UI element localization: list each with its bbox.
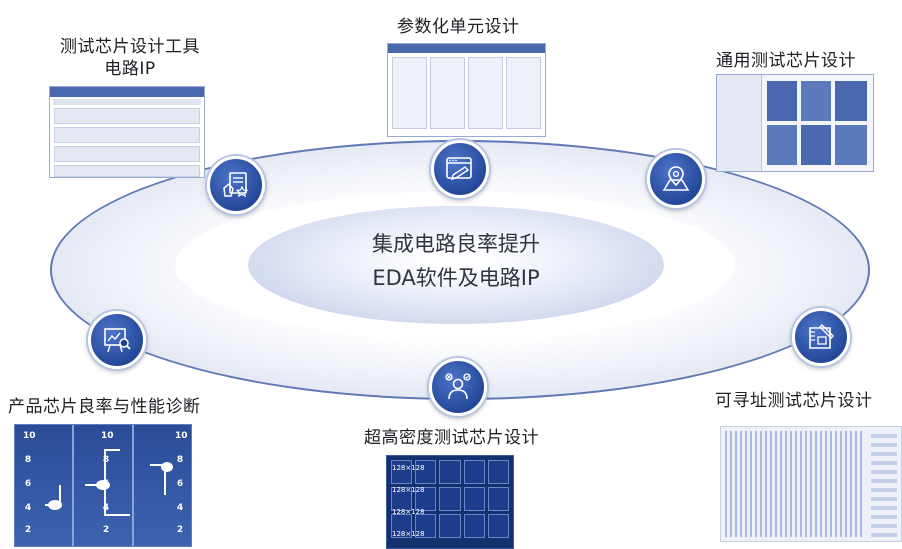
yield-route-lines <box>45 425 173 546</box>
yield-axis-label: 8 <box>102 455 110 465</box>
density-cell <box>463 487 485 511</box>
thumbnail-card <box>767 125 797 165</box>
center-ellipse <box>248 206 664 324</box>
node-diagnosis <box>88 311 146 369</box>
label-test-chip-tool-line1: 测试芯片设计工具 <box>60 37 200 57</box>
yield-diagnosis-thumbnail: 10 8 6 4 2 10 8 6 4 2 10 8 6 4 2 <box>14 424 192 547</box>
thumbnail-column-header <box>53 99 201 105</box>
thumbnail-card <box>767 81 797 121</box>
density-cell <box>391 487 413 511</box>
density-cell-label: 128×128 <box>392 486 425 494</box>
density-cell <box>439 514 461 538</box>
yield-axis-label: 8 <box>24 455 32 465</box>
map-pin-icon <box>662 166 690 191</box>
density-cell <box>487 514 509 538</box>
addressable-thumbnail <box>720 426 902 542</box>
yield-axis-label: 2 <box>24 525 32 535</box>
density-cell <box>439 487 461 511</box>
chart-magnifier-icon <box>104 328 131 353</box>
thumbnail-card <box>835 125 867 165</box>
density-cell <box>439 460 461 484</box>
thumbnail-card <box>801 81 831 121</box>
pcell-panel <box>430 57 465 129</box>
thumbnail-card <box>801 125 831 165</box>
node-tool <box>207 156 265 214</box>
yield-axis-label: 6 <box>176 479 184 489</box>
density-cells <box>387 456 513 542</box>
label-yield-diagnosis: 产品芯片良率与性能诊断 <box>8 397 201 417</box>
pcell-thumbnail <box>387 43 546 137</box>
density-cell <box>415 460 437 484</box>
general-chip-thumbnail <box>716 74 874 172</box>
pcell-panel <box>468 57 503 129</box>
thumbnail-row <box>54 127 200 143</box>
yield-axis-label: 10 <box>175 431 188 441</box>
density-cell <box>463 460 485 484</box>
thumbnail-card <box>835 81 867 121</box>
blueprint-ruler-icon <box>809 324 834 349</box>
density-cell-label: 128×128 <box>392 508 425 516</box>
node-pcell <box>431 140 489 198</box>
yield-axis-label: 10 <box>23 431 36 441</box>
thumbnail-header <box>388 44 545 53</box>
pcell-panels <box>388 53 545 133</box>
density-cell <box>463 514 485 538</box>
pcell-panel <box>392 57 427 129</box>
density-cell <box>415 487 437 511</box>
yield-axis-label: 4 <box>24 503 32 513</box>
yield-axis-label: 8 <box>176 455 184 465</box>
density-cell-label: 128×128 <box>392 530 425 538</box>
thumbnail-row <box>54 108 200 124</box>
density-cell <box>487 460 509 484</box>
addressable-legend <box>871 431 897 537</box>
center-title: 集成电路良率提升 <box>372 232 540 256</box>
yield-axis-label: 4 <box>176 503 184 513</box>
label-pcell-design: 参数化单元设计 <box>397 17 520 37</box>
tool-table-thumbnail <box>49 86 205 178</box>
browser-pen-icon <box>446 157 472 180</box>
thumbnail-row <box>54 146 200 162</box>
hand-form-star-icon <box>223 172 249 198</box>
pcell-panel <box>506 57 541 129</box>
node-addressable <box>792 308 850 366</box>
density-cell <box>391 460 413 484</box>
yield-axis-label: 4 <box>102 503 110 513</box>
label-general-test-chip: 通用测试芯片设计 <box>716 51 856 71</box>
label-addressable-chip: 可寻址测试芯片设计 <box>715 391 873 411</box>
yield-axis-label: 6 <box>24 479 32 489</box>
density-cell <box>487 487 509 511</box>
thumbnail-sidebar <box>717 75 762 171</box>
addressable-array <box>725 431 865 537</box>
density-cell <box>391 514 413 538</box>
density-grid-thumbnail: 128×128 128×128 128×128 128×128 <box>386 455 514 549</box>
thumbnail-header <box>50 87 204 97</box>
label-test-chip-tool-line2: 电路IP <box>104 59 156 79</box>
node-density <box>429 358 487 416</box>
label-high-density-chip: 超高密度测试芯片设计 <box>364 428 539 448</box>
yield-axis-label: 2 <box>102 525 110 535</box>
person-check-icon <box>445 373 471 400</box>
yield-axis-label: 6 <box>102 479 110 489</box>
yield-axis-label: 10 <box>101 431 114 441</box>
center-subtitle: EDA软件及电路IP <box>372 266 540 290</box>
yield-axis-label: 2 <box>176 525 184 535</box>
density-cell <box>415 514 437 538</box>
node-general <box>647 150 705 208</box>
label-test-chip-tool: 测试芯片设计工具 电路IP <box>40 36 220 80</box>
density-cell-label: 128×128 <box>392 464 425 472</box>
thumbnail-row <box>54 165 200 177</box>
